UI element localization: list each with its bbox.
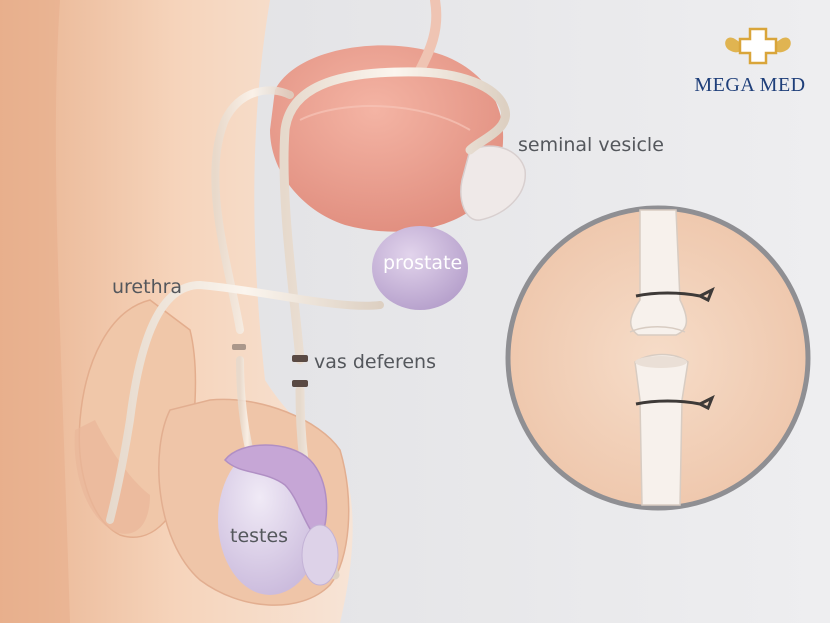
label-urethra: urethra bbox=[112, 276, 183, 298]
inset-upper-cut-edge bbox=[629, 326, 686, 333]
label-prostate: prostate bbox=[383, 252, 463, 274]
bladder-highlight bbox=[299, 105, 471, 131]
inset-lower-ligature bbox=[635, 394, 715, 411]
glans bbox=[74, 420, 150, 534]
vasectomy-detail-inset bbox=[505, 205, 811, 511]
inset-upper-ligature bbox=[635, 286, 715, 303]
body-shadow bbox=[0, 0, 70, 623]
brand-name: MEGA MED bbox=[694, 74, 806, 96]
seminal-vesicle-shape bbox=[460, 145, 526, 221]
vas-deferens-left bbox=[211, 86, 294, 334]
logo-cross bbox=[738, 27, 778, 65]
inset-lower-cut-edge bbox=[635, 356, 687, 368]
label-vas-deferens: vas deferens bbox=[314, 351, 436, 373]
urethra-duct bbox=[106, 280, 384, 524]
brand-logo: MEGA MED bbox=[690, 22, 810, 102]
testis-right-edge bbox=[301, 524, 339, 586]
vas-cut-clip-upper bbox=[292, 355, 308, 362]
label-testes: testes bbox=[230, 525, 289, 547]
vas-deferens-right bbox=[279, 67, 510, 365]
inset-lower-duct bbox=[634, 353, 689, 506]
prostate-gland bbox=[372, 226, 468, 310]
vas-cut-clip-left bbox=[232, 344, 246, 350]
vas-cut-clip-lower bbox=[292, 380, 308, 387]
bladder bbox=[270, 45, 504, 232]
cross-wings-icon bbox=[725, 27, 791, 65]
label-seminal-vesicle: seminal vesicle bbox=[518, 134, 664, 156]
inset-upper-duct bbox=[630, 209, 688, 336]
ureter bbox=[415, 0, 442, 75]
